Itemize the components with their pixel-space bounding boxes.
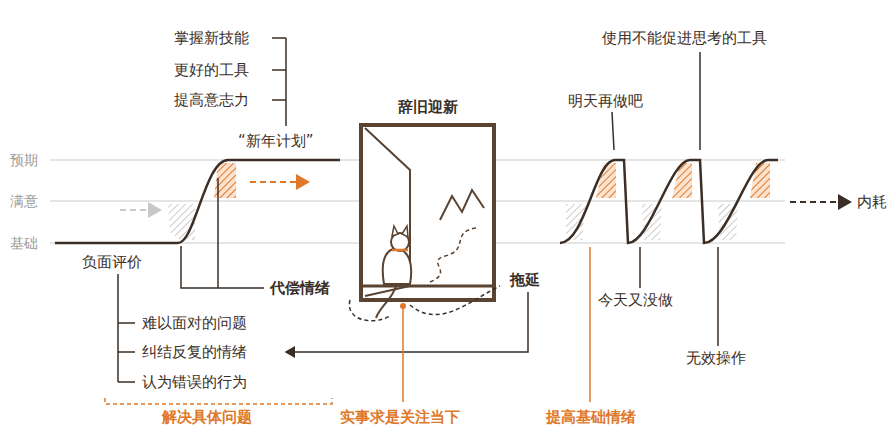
note-label: 无效操作 xyxy=(684,349,748,367)
window-frame: 辞旧迎新 xyxy=(355,98,500,116)
note-label: 使用不能促进思考的工具 xyxy=(600,29,769,47)
state-label: 负面评价 xyxy=(80,253,144,271)
item-label: 认为错误的行为 xyxy=(140,373,249,391)
advice-label: 解决具体问题 xyxy=(160,408,254,426)
key-label: 代偿情绪 xyxy=(268,279,332,297)
option-label: 掌握新技能 xyxy=(172,29,251,47)
key-label: 拖延 xyxy=(508,271,542,289)
advice-label: 实事求是关注当下 xyxy=(338,408,462,426)
result-label: 内耗 xyxy=(855,193,889,211)
option-label: 更好的工具 xyxy=(172,61,251,79)
note-label: 今天又没做 xyxy=(596,291,675,309)
item-label: 纠结反复的情绪 xyxy=(140,343,249,361)
option-label: 提高意志力 xyxy=(172,91,251,109)
axis-label: 基础 xyxy=(8,234,40,252)
advice-label: 提高基础情绪 xyxy=(544,408,638,426)
note-label: 明天再做吧 xyxy=(566,92,645,110)
axis-label: 预期 xyxy=(8,151,40,169)
plan-label: “新年计划” xyxy=(236,132,316,150)
item-label: 难以面对的问题 xyxy=(140,314,249,332)
node-heading: 辞旧迎新 xyxy=(395,98,461,116)
axis-label: 满意 xyxy=(8,192,40,210)
